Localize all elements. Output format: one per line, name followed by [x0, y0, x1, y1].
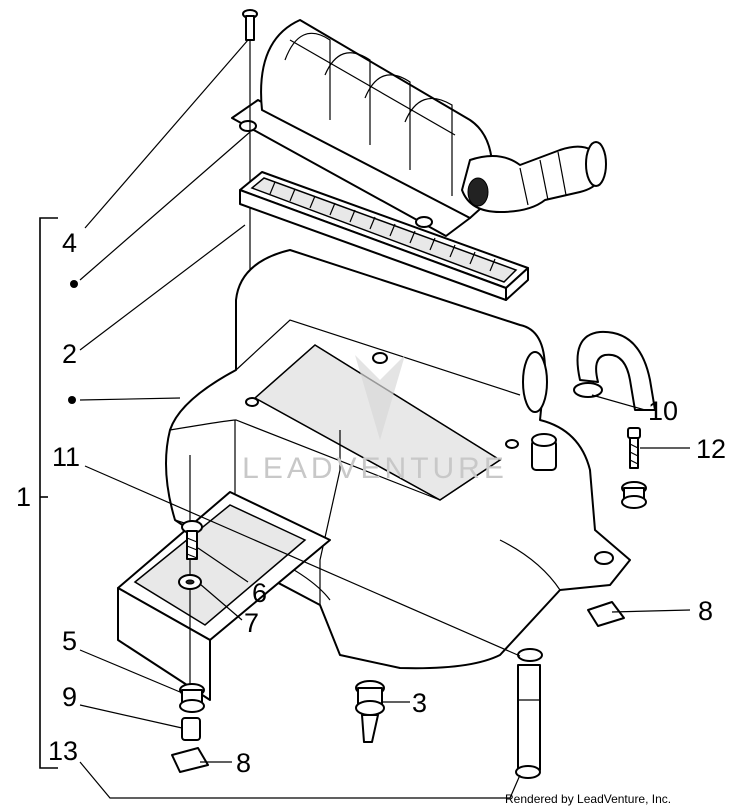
hose-part-10 [573, 330, 656, 411]
credit-text: Rendered by LeadVenture, Inc. [505, 792, 671, 806]
label-10: 10 [648, 396, 678, 426]
grommet-part-5 [179, 683, 205, 713]
label-7: 7 [244, 608, 259, 638]
grommet-part-3 [355, 680, 385, 743]
spacer-part-9 [181, 717, 201, 741]
label-1: 1 [16, 482, 31, 512]
bolt-part-6 [181, 520, 203, 560]
label-5: 5 [62, 626, 77, 656]
label-2: 2 [62, 339, 77, 369]
clip-nut-part-8-upper [587, 601, 625, 627]
dot-marker-lower [68, 396, 76, 404]
grommet-part-12-lower [621, 481, 647, 509]
group-bracket [39, 217, 58, 769]
washer-part-7 [178, 574, 202, 590]
label-11: 11 [52, 442, 80, 472]
filter-cover [231, 19, 607, 237]
label-8-lower: 8 [236, 748, 251, 778]
drain-tube-part-11 [515, 648, 543, 779]
label-12: 12 [696, 434, 726, 464]
label-8-upper: 8 [698, 596, 713, 626]
bolt-part-12 [627, 427, 641, 469]
clip-nut-part-8-lower [171, 747, 209, 773]
leader-lines [79, 39, 691, 799]
label-6: 6 [252, 578, 267, 608]
label-4: 4 [62, 228, 77, 258]
label-9: 9 [62, 682, 77, 712]
label-13: 13 [48, 736, 78, 766]
watermark-text: LEADVENTURE [242, 452, 508, 485]
watermark: LEADVENTURE [242, 355, 508, 485]
filter-element-part-2 [239, 171, 529, 301]
dot-marker-upper [70, 280, 78, 288]
label-3: 3 [412, 688, 427, 718]
